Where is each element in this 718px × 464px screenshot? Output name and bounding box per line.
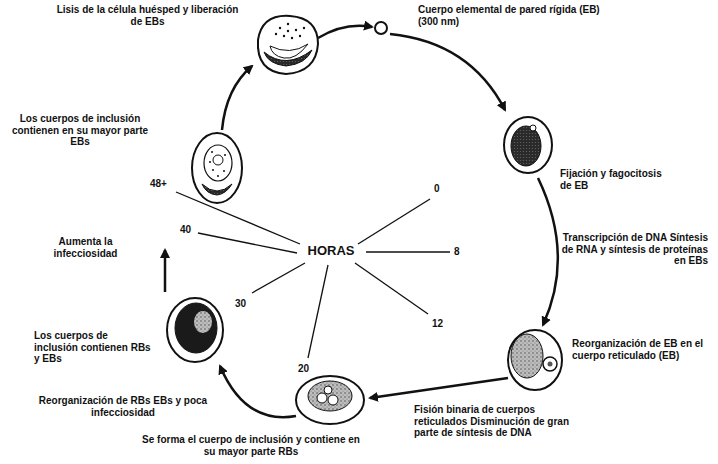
spoke-line — [366, 251, 450, 252]
cycle-arrow — [538, 178, 558, 325]
hour-number: 48+ — [150, 178, 167, 190]
spoke-line — [176, 192, 300, 244]
cycle-arrow — [390, 34, 505, 110]
stage-note: Fijación y fagocitosis de EB — [560, 168, 670, 191]
stage-note: Los cuerpos de inclusión contienen en su… — [5, 113, 155, 148]
center-label: HORAS — [300, 244, 362, 259]
cycle-arrow — [370, 378, 508, 398]
stage-note: Los cuerpos de inclusión contienen RBs y… — [34, 330, 154, 365]
cycle-arrow — [164, 250, 167, 292]
spoke-line — [358, 199, 430, 244]
hour-number: 8 — [454, 246, 460, 258]
hour-number: 30 — [235, 298, 246, 310]
infected-cell — [296, 376, 364, 424]
stage-note: Transcripción de DNA Síntesis de RNA y s… — [560, 232, 708, 267]
cycle-arrows — [165, 26, 558, 417]
spoke-line — [198, 233, 297, 253]
infected-cell — [508, 330, 562, 390]
infected-cell — [504, 117, 552, 173]
hour-number: 12 — [432, 318, 443, 330]
spoke-line — [252, 263, 305, 293]
cycle-arrow — [222, 66, 252, 130]
spoke-line — [355, 263, 428, 314]
hour-spokes — [176, 192, 450, 358]
hour-number: 0 — [434, 183, 440, 195]
infected-cell — [192, 133, 242, 203]
stage-note: Fisión binaria de cuerpos reticulados Di… — [414, 404, 590, 439]
cycle-arrow — [220, 366, 296, 417]
stage-note: Reorganización de RBs EBs y poca infecci… — [38, 395, 208, 418]
infected-cell — [167, 298, 223, 362]
stage-note: Cuerpo elemental de pared rígida (EB) (3… — [418, 4, 618, 27]
stage-note: Lisis de la célula huésped y liberación … — [55, 4, 240, 27]
hour-number: 40 — [180, 224, 191, 236]
spoke-line — [308, 265, 328, 358]
stage-note: Aumenta la infecciosidad — [38, 236, 133, 259]
stage-note: Reorganización de EB en el cuerpo reticu… — [572, 338, 712, 361]
cycle-arrow — [318, 26, 372, 38]
elementary-body — [375, 22, 387, 34]
lysed-cell — [258, 16, 318, 74]
hour-number: 20 — [298, 363, 309, 375]
stage-note: Se forma el cuerpo de inclusión y contie… — [140, 434, 362, 457]
